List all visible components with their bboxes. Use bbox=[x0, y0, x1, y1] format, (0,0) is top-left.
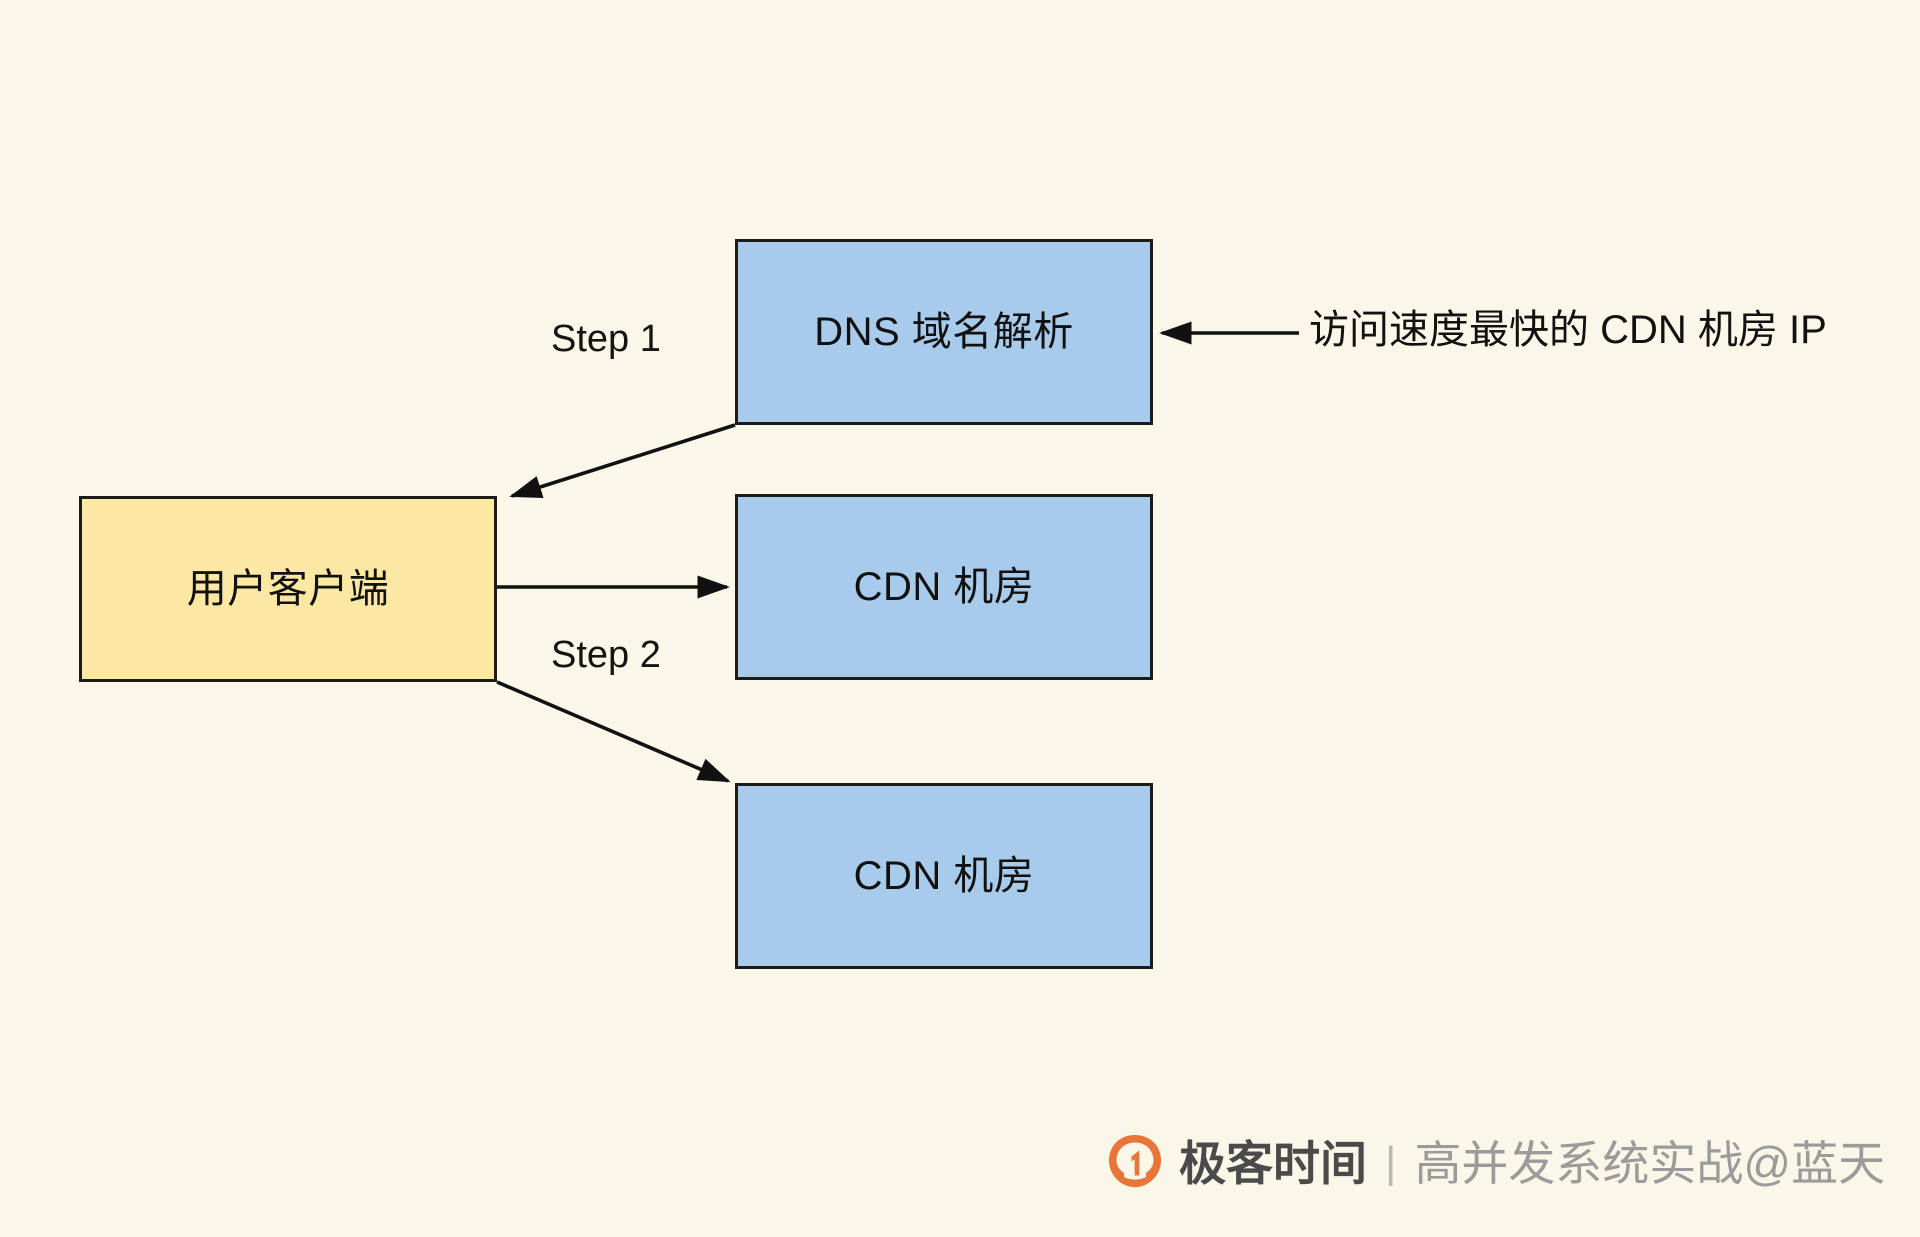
node-user-client-label: 用户客户端 bbox=[186, 567, 390, 611]
node-dns-resolution-label: DNS 域名解析 bbox=[814, 310, 1074, 354]
geekbang-logo-icon bbox=[1109, 1135, 1161, 1188]
footer-separator: | bbox=[1385, 1138, 1397, 1187]
node-cdn-datacenter-1[interactable]: CDN 机房 bbox=[735, 494, 1153, 680]
node-cdn-datacenter-2[interactable]: CDN 机房 bbox=[735, 783, 1153, 969]
annotation-fastest-cdn-ip: 访问速度最快的 CDN 机房 IP bbox=[1309, 308, 1827, 352]
node-user-client[interactable]: 用户客户端 bbox=[79, 496, 497, 682]
node-cdn-datacenter-1-label: CDN 机房 bbox=[853, 565, 1035, 609]
node-cdn-datacenter-2-label: CDN 机房 bbox=[853, 854, 1035, 898]
edge-label-step-1: Step 1 bbox=[551, 318, 661, 360]
edge-label-step-2: Step 2 bbox=[551, 634, 661, 676]
footer-watermark: 极客时间 | 高并发系统实战@蓝天 bbox=[1103, 1122, 1885, 1204]
footer-course-label: 高并发系统实战@蓝天 bbox=[1414, 1136, 1886, 1190]
node-dns-resolution[interactable]: DNS 域名解析 bbox=[735, 239, 1153, 425]
footer-brand-label: 极客时间 bbox=[1179, 1136, 1367, 1190]
edge-client-to-cdn-2 bbox=[496, 680, 731, 783]
edge-dns-to-client bbox=[509, 423, 736, 499]
